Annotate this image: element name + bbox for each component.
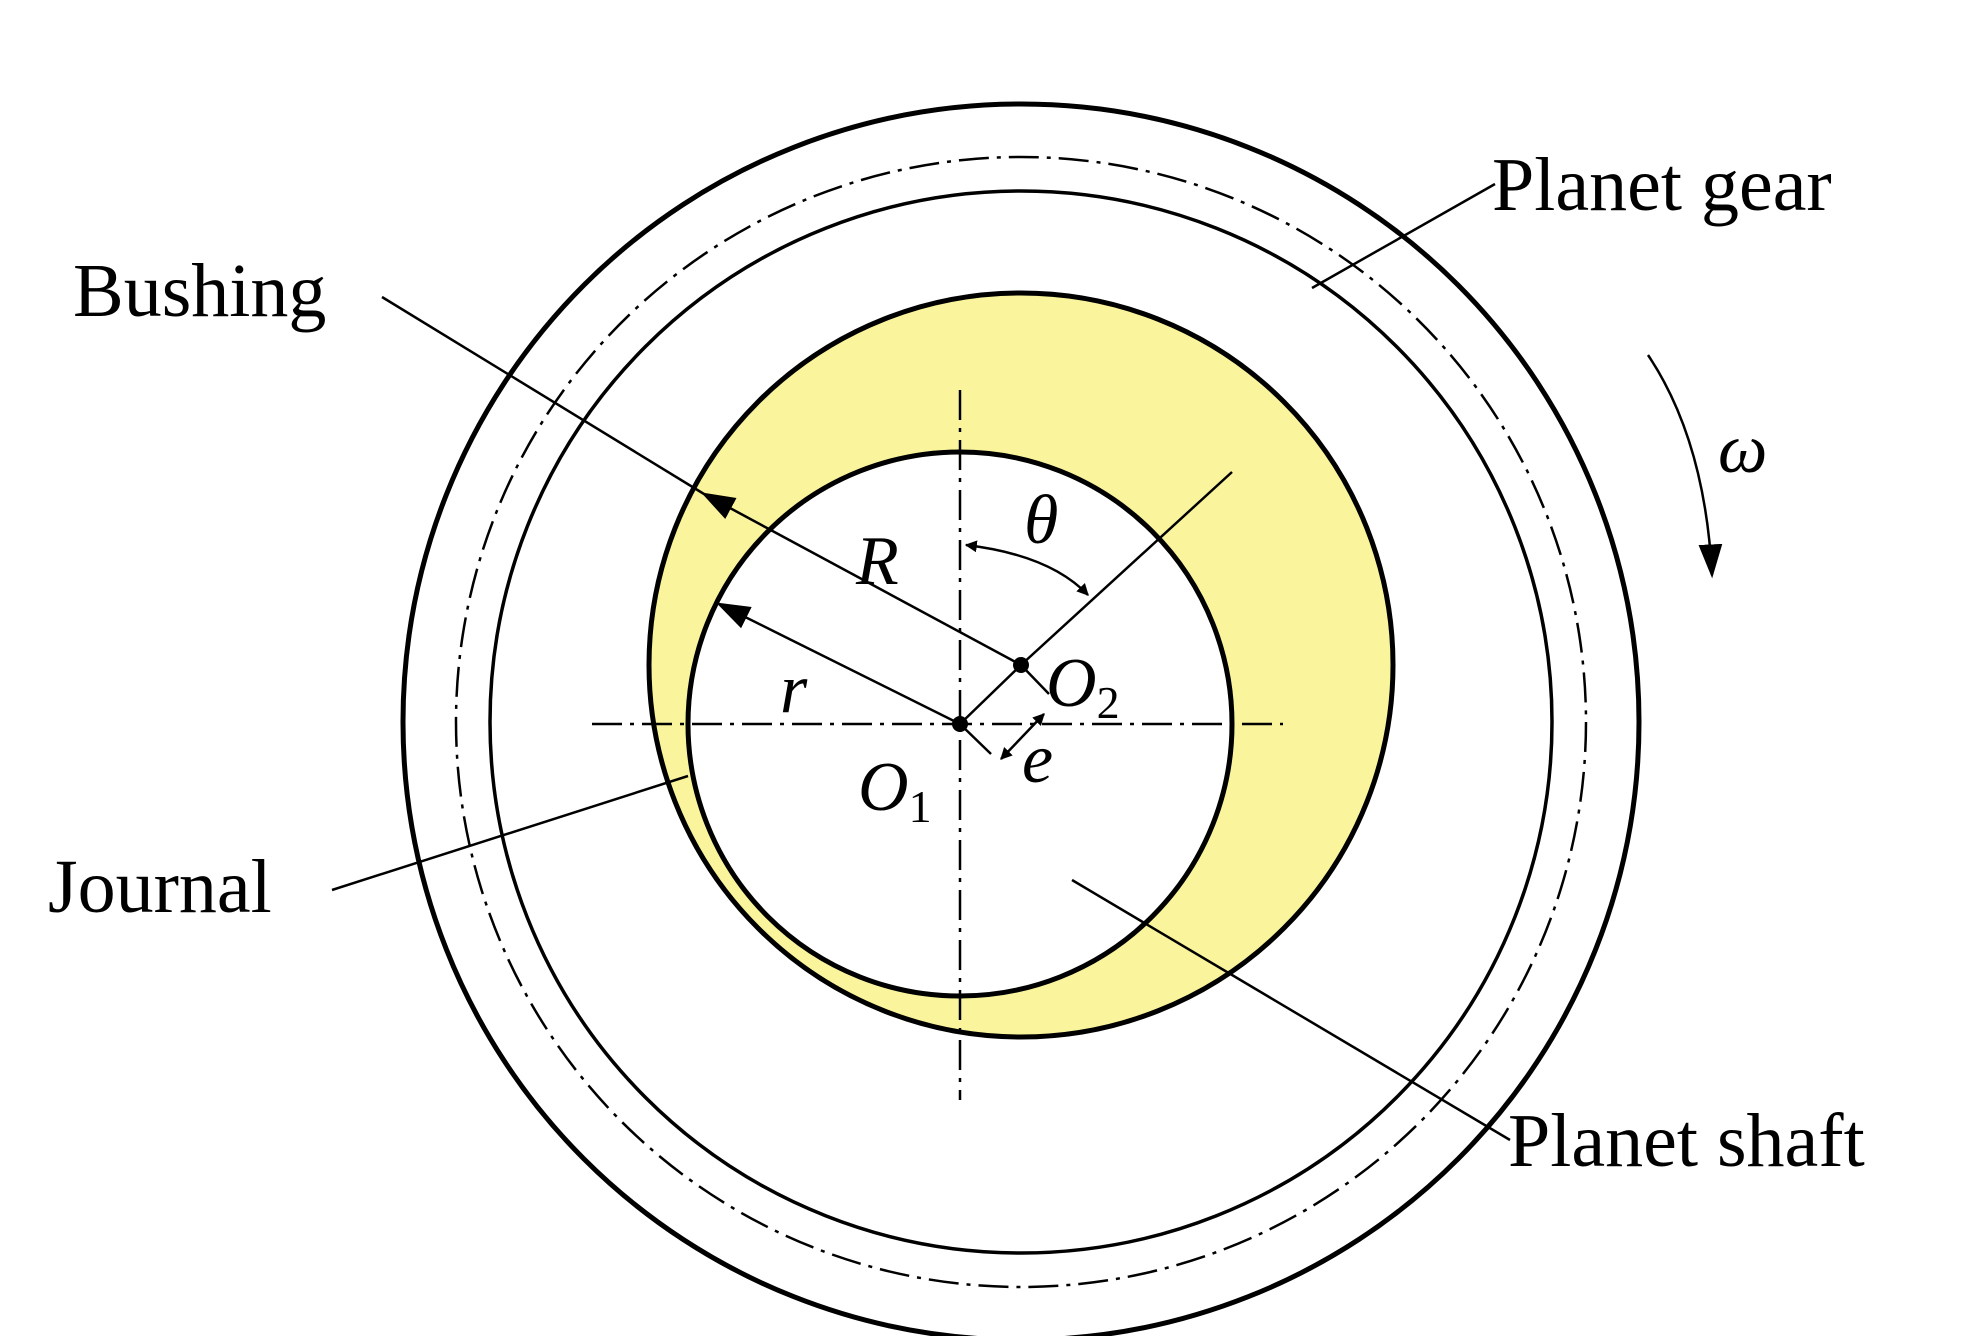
- center-O1-subscript: 1: [909, 781, 932, 832]
- omega-symbol: ω: [1718, 411, 1767, 488]
- journal-label: Journal: [48, 845, 272, 929]
- planet-gear-leader: [1311, 182, 1496, 290]
- rotation-arrow: [1646, 354, 1723, 579]
- center-O1-letter: O: [858, 749, 909, 826]
- bushing-label: Bushing: [73, 249, 326, 333]
- center-O1-dot: [952, 716, 968, 732]
- center-O2-dot: [1013, 657, 1029, 673]
- eccentricity-line: [959, 664, 1022, 725]
- attitude-line: [1020, 471, 1233, 666]
- planet-gear-outer-circle: [400, 101, 1642, 1336]
- eccentricity-dimension-arrow: [1000, 713, 1045, 760]
- center-O2-symbol: O2: [1046, 645, 1120, 728]
- journal-leader: [331, 774, 689, 892]
- pitch-circle-dashdot: [454, 155, 1588, 1289]
- center-O1-symbol: O1: [858, 749, 932, 832]
- theta-symbol: θ: [1024, 482, 1058, 559]
- bushing-leader: [381, 295, 705, 496]
- planet-shaft-leader: [1071, 878, 1511, 1142]
- eccentricity-symbol: e: [1022, 721, 1053, 798]
- radius-r-symbol: r: [780, 651, 808, 728]
- planet-gear-inner-circle: [488, 189, 1554, 1255]
- radius-R-line: [701, 492, 1022, 667]
- theta-angle-arc: [964, 540, 1089, 596]
- radius-R-symbol: R: [855, 523, 899, 600]
- planet-gear-label: Planet gear: [1492, 143, 1832, 227]
- radius-r-line: [715, 602, 961, 726]
- planet-shaft-label: Planet shaft: [1508, 1099, 1865, 1183]
- center-O2-letter: O: [1046, 645, 1097, 722]
- center-O2-subscript: 2: [1097, 677, 1120, 728]
